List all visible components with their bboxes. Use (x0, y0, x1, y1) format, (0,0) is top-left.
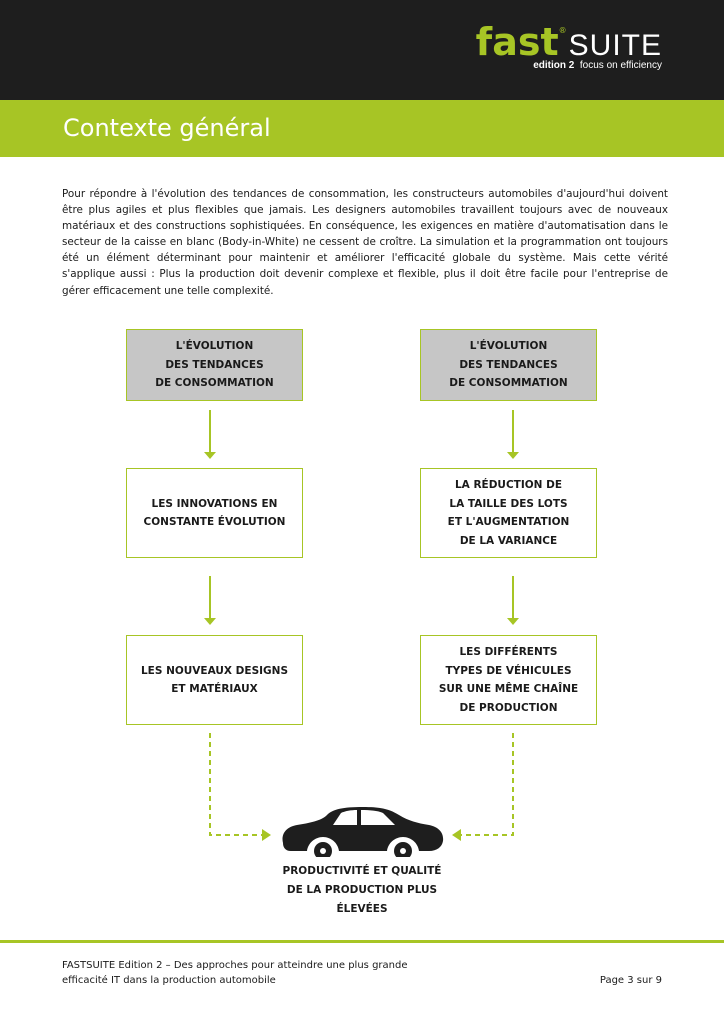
right-bottom-label: LES DIFFÉRENTS TYPES DE VÉHICULES SUR UN… (439, 643, 578, 717)
right-middle-box: LA RÉDUCTION DE LA TAILLE DES LOTS ET L'… (420, 468, 597, 558)
result-label: PRODUCTIVITÉ ET QUALITÉ DE LA PRODUCTION… (262, 862, 462, 919)
right-middle-label: LA RÉDUCTION DE LA TAILLE DES LOTS ET L'… (448, 476, 570, 550)
left-top-label: L'ÉVOLUTION DES TENDANCES DE CONSOMMATIO… (155, 337, 273, 393)
right-bottom-box: LES DIFFÉRENTS TYPES DE VÉHICULES SUR UN… (420, 635, 597, 725)
footer-divider (0, 940, 724, 943)
page-title: Contexte général (63, 112, 271, 144)
left-bottom-box: LES NOUVEAUX DESIGNS ET MATÉRIAUX (126, 635, 303, 725)
right-arrow-1 (507, 410, 519, 459)
right-top-box: L'ÉVOLUTION DES TENDANCES DE CONSOMMATIO… (420, 329, 597, 401)
logo-tagline-row: edition 2 focus on efficiency (533, 60, 662, 71)
page-number: Page 3 sur 9 (600, 973, 662, 988)
intro-paragraph: Pour répondre à l'évolution des tendance… (62, 186, 668, 299)
left-arrow-1 (204, 410, 216, 459)
left-middle-box: LES INNOVATIONS EN CONSTANTE ÉVOLUTION (126, 468, 303, 558)
footer-text: FASTSUITE Edition 2 – Des approches pour… (62, 958, 482, 988)
right-arrow-2 (507, 576, 519, 625)
logo-edition: edition 2 (533, 60, 574, 71)
car-icon (279, 805, 445, 857)
logo-suite: SUITE (569, 29, 662, 62)
left-bottom-label: LES NOUVEAUX DESIGNS ET MATÉRIAUX (141, 662, 288, 699)
left-dashed-connector (210, 733, 271, 841)
left-top-box: L'ÉVOLUTION DES TENDANCES DE CONSOMMATIO… (126, 329, 303, 401)
header-bar: fast®SUITE edition 2 focus on efficiency (0, 0, 724, 100)
left-middle-label: LES INNOVATIONS EN CONSTANTE ÉVOLUTION (144, 495, 286, 532)
left-arrow-2 (204, 576, 216, 625)
logo-fast: fast (476, 20, 559, 64)
fastsuite-logo: fast®SUITE edition 2 focus on efficiency (452, 22, 662, 78)
logo-tagline: focus on efficiency (580, 60, 662, 71)
right-top-label: L'ÉVOLUTION DES TENDANCES DE CONSOMMATIO… (449, 337, 567, 393)
right-dashed-connector (452, 733, 513, 841)
registered-mark: ® (559, 26, 567, 35)
